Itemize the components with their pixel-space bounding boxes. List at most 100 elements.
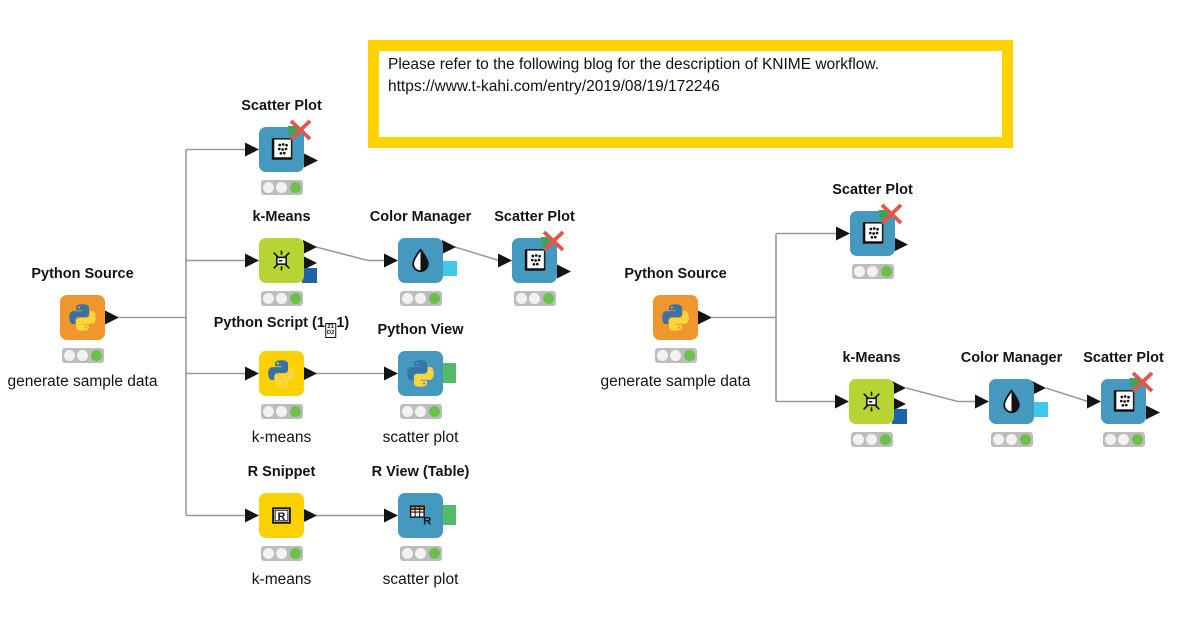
node-title: Color Manager (369, 209, 472, 225)
annotation-line: Please refer to the following blog for t… (388, 56, 880, 73)
input-port[interactable] (245, 508, 259, 523)
node-color-manager[interactable]: Color Manager (370, 209, 471, 306)
r-table-view-icon (407, 502, 434, 529)
python-icon (268, 360, 295, 387)
traffic-light (399, 546, 442, 561)
node-comment: scatter plot (382, 429, 459, 446)
color-droplet-icon (998, 388, 1025, 415)
node-kmeans[interactable]: k-Means (252, 209, 311, 306)
kmeans-icon (858, 388, 885, 415)
red-cross-icon (287, 118, 314, 143)
node-body[interactable] (989, 379, 1034, 424)
input-port[interactable] (245, 142, 259, 157)
traffic-light (260, 291, 303, 306)
input-port[interactable] (835, 394, 849, 409)
output-port[interactable] (105, 310, 119, 325)
kmeans-icon (268, 247, 295, 274)
traffic-light (990, 432, 1033, 447)
node-scatter-plot[interactable]: Scatter Plot (1083, 350, 1164, 447)
node-body[interactable] (259, 238, 304, 283)
color-port[interactable] (1032, 402, 1048, 417)
output-port[interactable] (303, 508, 317, 523)
node-r-view-table[interactable]: R View (Table) scatter plot (372, 464, 470, 588)
node-scatter-plot[interactable]: Scatter Plot (494, 209, 575, 306)
traffic-light (399, 291, 442, 306)
image-port[interactable] (441, 363, 456, 383)
node-title: R View (Table) (371, 464, 470, 480)
node-kmeans[interactable]: k-Means (842, 350, 901, 447)
input-port[interactable] (245, 253, 259, 268)
node-comment: scatter plot (382, 571, 459, 588)
input-port[interactable] (384, 508, 398, 523)
node-python-view[interactable]: Python View scatter plot (378, 322, 464, 446)
connection-line[interactable] (905, 387, 975, 403)
output-port[interactable] (698, 310, 712, 325)
model-port[interactable] (892, 409, 907, 424)
output-port[interactable] (892, 397, 906, 411)
input-port[interactable] (384, 366, 398, 381)
color-port[interactable] (441, 261, 457, 276)
input-port[interactable] (384, 253, 398, 268)
output-port[interactable] (303, 366, 317, 381)
input-port[interactable] (836, 226, 850, 241)
output-port[interactable] (557, 264, 571, 279)
node-body[interactable] (259, 127, 304, 172)
node-scatter-plot[interactable]: Scatter Plot (241, 98, 322, 195)
node-body[interactable] (398, 493, 443, 538)
traffic-light (1102, 432, 1145, 447)
node-scatter-plot[interactable]: Scatter Plot (832, 182, 913, 279)
output-port[interactable] (1146, 405, 1160, 420)
workflow-annotation[interactable]: Please refer to the following blog for t… (368, 40, 1013, 148)
node-python-source[interactable]: Python Source generate sample data (8, 266, 158, 390)
node-title: Python Source (31, 266, 134, 282)
node-body[interactable] (259, 351, 304, 396)
traffic-light (61, 348, 104, 363)
node-title: R Snippet (247, 464, 316, 480)
node-r-snippet[interactable]: R Snippet k-means (248, 464, 316, 588)
connection-line[interactable] (315, 246, 385, 262)
node-body[interactable] (398, 351, 443, 396)
node-body[interactable] (653, 295, 698, 340)
node-color-manager[interactable]: Color Manager (961, 350, 1062, 447)
node-title: Scatter Plot (494, 209, 575, 225)
node-title: Scatter Plot (832, 182, 913, 198)
node-comment: k-means (251, 429, 312, 446)
output-port[interactable] (304, 153, 318, 168)
connection-line[interactable] (1045, 387, 1089, 403)
input-port[interactable] (245, 366, 259, 381)
output-port[interactable] (892, 381, 906, 395)
node-body[interactable] (259, 493, 304, 538)
image-port[interactable] (441, 505, 456, 525)
traffic-light (513, 291, 556, 306)
annotation-line: https://www.t-kahi.com/entry/2019/08/19/… (388, 78, 720, 96)
input-port[interactable] (498, 253, 512, 268)
node-comment: generate sample data (600, 373, 751, 390)
output-port[interactable] (303, 256, 317, 270)
model-port[interactable] (302, 268, 317, 283)
input-port[interactable] (1087, 394, 1101, 409)
traffic-light (260, 404, 303, 419)
output-port[interactable] (442, 240, 456, 254)
node-body[interactable] (60, 295, 105, 340)
node-body[interactable] (850, 211, 895, 256)
node-comment: generate sample data (7, 373, 158, 390)
node-body[interactable] (1101, 379, 1146, 424)
python-icon (662, 304, 689, 331)
node-title: Scatter Plot (1083, 350, 1164, 366)
connection-line[interactable] (454, 246, 500, 262)
node-title: Color Manager (960, 350, 1063, 366)
connection-line[interactable] (119, 148, 245, 517)
input-port[interactable] (975, 394, 989, 409)
output-port[interactable] (894, 237, 908, 252)
output-port[interactable] (1032, 381, 1046, 395)
traffic-light (260, 546, 303, 561)
node-python-source[interactable]: Python Source generate sample data (601, 266, 751, 390)
node-title: Python View (377, 322, 464, 338)
node-body[interactable] (512, 238, 557, 283)
output-port[interactable] (303, 240, 317, 254)
connection-line[interactable] (712, 232, 836, 403)
node-body[interactable] (398, 238, 443, 283)
node-body[interactable] (849, 379, 894, 424)
